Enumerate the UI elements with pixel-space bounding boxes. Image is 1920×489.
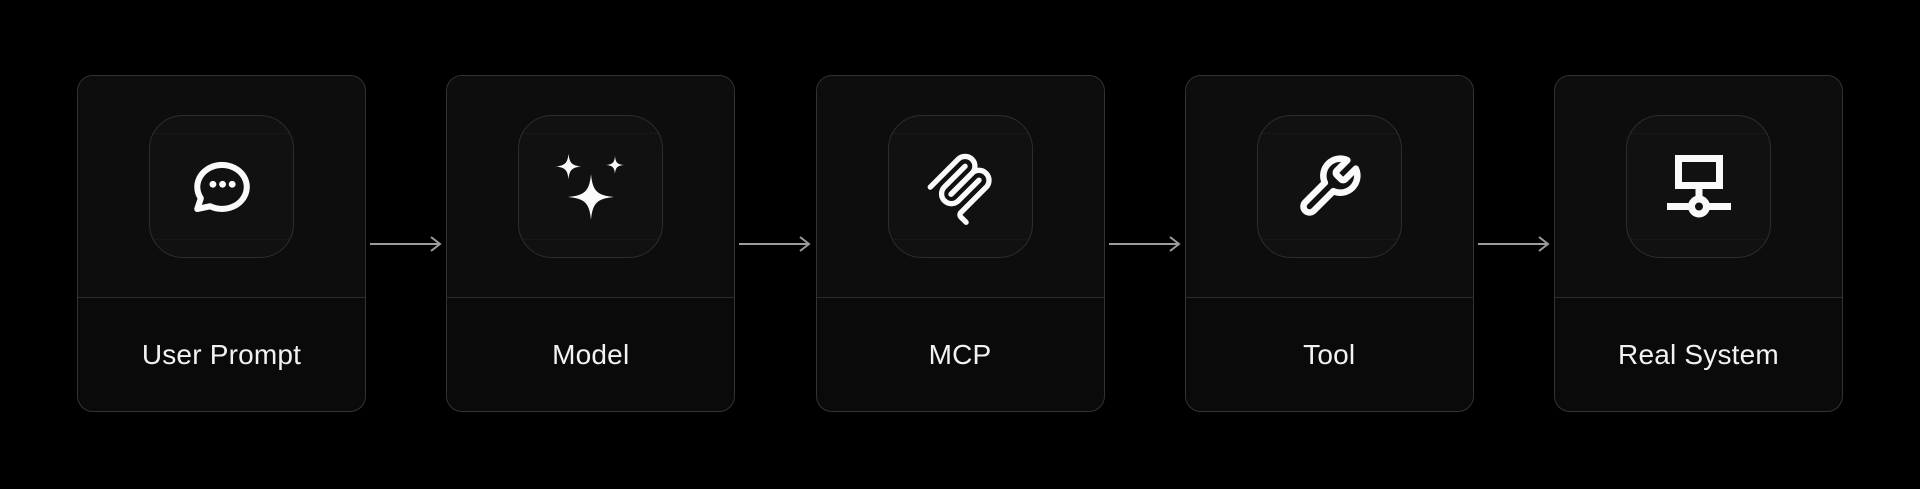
tile-guide-line [892, 239, 1028, 240]
node-card-tool: Tool [1184, 75, 1474, 412]
flow-arrow [1105, 75, 1185, 412]
arrow-right-icon [370, 235, 442, 252]
arrow-right-icon [1108, 235, 1181, 252]
tile-guide-line [523, 239, 659, 240]
tile-guide-line [1261, 133, 1397, 134]
node-label: Real System [1618, 338, 1779, 370]
node-label-area: User Prompt [78, 298, 365, 411]
node-label-area: Tool [1186, 298, 1473, 411]
tile-guide-line [1631, 239, 1766, 240]
node-icon-area [447, 76, 735, 298]
tile-guide-line [154, 239, 289, 240]
arrow-right-icon [1477, 235, 1550, 252]
icon-tile [149, 115, 294, 258]
mcp-logo-icon [927, 153, 992, 225]
icon-tile [1256, 115, 1402, 258]
tile-guide-line [154, 133, 289, 134]
node-card-model: Model [446, 75, 736, 412]
tile-guide-line [1261, 239, 1397, 240]
icon-tile [1626, 115, 1771, 258]
chat-bubble-icon [193, 161, 250, 212]
arrow-right-icon [739, 235, 812, 252]
node-label: MCP [928, 338, 992, 370]
node-icon-area [1185, 76, 1473, 298]
node-icon-area [78, 76, 365, 298]
icon-tile [518, 115, 664, 258]
wrench-icon [1300, 154, 1361, 216]
tile-guide-line [1631, 133, 1766, 134]
node-label: Tool [1303, 338, 1356, 370]
sparkles-icon [555, 153, 624, 220]
flow-arrow [735, 75, 815, 412]
node-label-area: MCP [817, 298, 1104, 411]
flow-arrow [1474, 75, 1554, 412]
flow-row: User Prompt [0, 75, 1920, 412]
node-icon-area [1555, 76, 1842, 298]
tile-guide-line [523, 133, 659, 134]
tile-guide-line [892, 133, 1028, 134]
node-label-area: Model [447, 298, 734, 411]
flow-arrow [366, 75, 446, 412]
node-label: User Prompt [141, 338, 302, 370]
node-card-mcp: MCP [815, 75, 1105, 412]
node-label: Model [552, 338, 630, 370]
node-label-area: Real System [1555, 298, 1842, 411]
node-card-user-prompt: User Prompt [77, 75, 366, 412]
node-icon-area [816, 76, 1104, 298]
icon-tile [887, 115, 1033, 258]
node-card-real-system: Real System [1554, 75, 1843, 412]
network-icon [1666, 155, 1731, 218]
